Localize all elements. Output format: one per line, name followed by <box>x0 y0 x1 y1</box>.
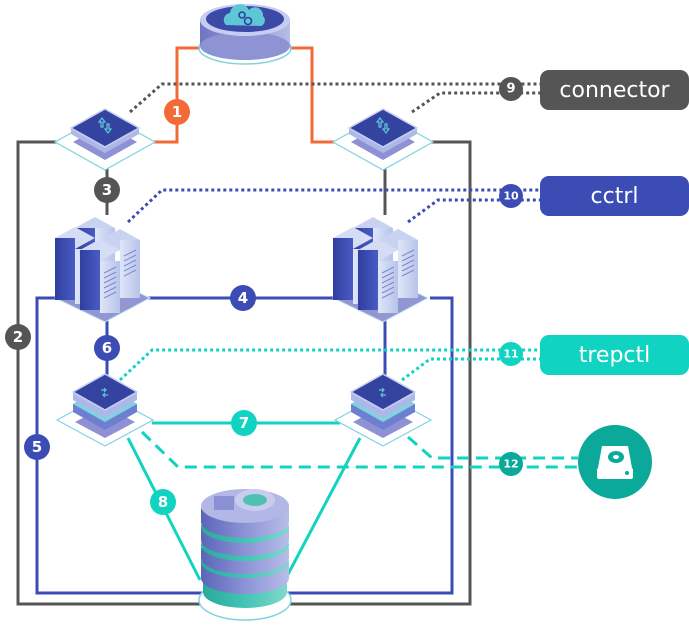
badge-12: 12 <box>499 452 523 476</box>
badge-11: 11 <box>499 342 523 366</box>
badge-6-label: 6 <box>102 339 112 357</box>
link-10-blue-dotted <box>126 188 540 224</box>
badge-1-label: 1 <box>172 103 182 121</box>
link-9-gray-dotted <box>129 82 540 114</box>
cloud-manager-node <box>198 4 292 65</box>
badge-11-label: 11 <box>503 348 518 361</box>
connector-node-right <box>331 108 435 171</box>
switch-stack-icon <box>101 387 108 398</box>
link-10-blue-dotted-right <box>407 198 540 224</box>
badge-2-label: 2 <box>13 328 23 346</box>
badge-5-label: 5 <box>32 438 42 456</box>
badge-10: 10 <box>499 184 523 208</box>
badge-3-label: 3 <box>102 181 112 199</box>
hard-drive-icon <box>597 446 633 479</box>
database-node <box>198 489 292 621</box>
link-12-teal-dashed-right <box>407 435 578 460</box>
server-rack-icon <box>55 217 140 313</box>
badge-7: 7 <box>231 410 257 436</box>
cctrl-label: cctrl <box>540 176 689 216</box>
link-8-teal-right <box>283 437 362 581</box>
switch-stack-icon <box>379 387 386 398</box>
badge-3: 3 <box>94 177 120 203</box>
server-cluster-right <box>331 217 430 323</box>
server-cluster-left <box>53 217 152 323</box>
badge-6: 6 <box>94 335 120 361</box>
badge-12-label: 12 <box>503 458 518 471</box>
connection-badges: 1 2 3 4 5 6 7 8 9 10 11 12 <box>5 77 523 515</box>
link-11-teal-dotted <box>118 348 540 382</box>
database-stack-icon <box>201 489 289 608</box>
replicator-node-right <box>333 373 433 447</box>
cloud-gear-icon <box>223 4 265 26</box>
badge-10-label: 10 <box>503 190 519 203</box>
badge-9-label: 9 <box>506 82 515 97</box>
connector-node-left <box>53 108 157 171</box>
badge-7-label: 7 <box>239 414 249 432</box>
link-1-orange <box>150 46 200 144</box>
router-arrows-icon <box>97 117 113 134</box>
badge-4: 4 <box>230 285 256 311</box>
badge-8: 8 <box>150 489 176 515</box>
server-rack-icon <box>333 217 418 313</box>
badge-2: 2 <box>5 324 31 350</box>
badge-1: 1 <box>164 99 190 125</box>
connector-label: connector <box>540 70 689 110</box>
link-1-orange-right <box>290 46 338 144</box>
trepctl-label: trepctl <box>540 335 689 375</box>
badge-8-label: 8 <box>158 493 168 511</box>
replicator-node-left <box>55 373 155 447</box>
backup-drive-node <box>578 425 652 499</box>
connection-lines <box>16 46 578 606</box>
badge-5: 5 <box>24 434 50 460</box>
badge-9: 9 <box>499 77 523 101</box>
badge-4-label: 4 <box>238 289 248 307</box>
router-arrows-icon <box>375 117 391 134</box>
